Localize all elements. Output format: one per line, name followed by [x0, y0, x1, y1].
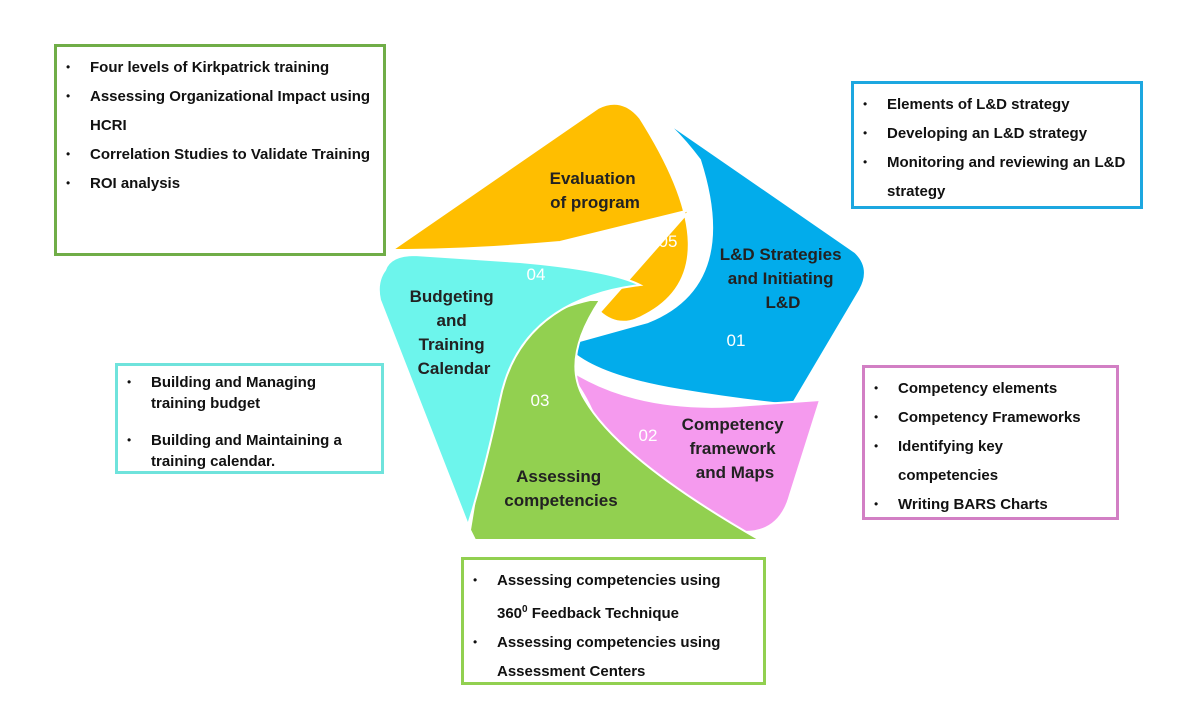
evaluation-topic-item: Assessing Organizational Impact using HC… [65, 82, 373, 140]
segment-04-shape [377, 253, 644, 529]
segment-04-title: Budgeting and Training Calendar [410, 287, 499, 378]
assessing-topics-box: Assessing competencies using 3600 Feedba… [461, 557, 766, 685]
segment-05-number: 05 [659, 232, 678, 251]
evaluation-topic-item: ROI analysis [65, 169, 373, 198]
strategy-topics-box: Elements of L&D strategy Developing an L… [851, 81, 1143, 209]
evaluation-topics-box: Four levels of Kirkpatrick training Asse… [54, 44, 386, 256]
strategy-topic-item: Elements of L&D strategy [862, 90, 1130, 119]
segment-03-title: Assessing competencies [504, 467, 617, 510]
superscript-zero: 0 [522, 604, 528, 615]
evaluation-topic-item: Four levels of Kirkpatrick training [65, 53, 373, 82]
segment-05-shape [388, 102, 693, 323]
segment-03-number: 03 [531, 391, 550, 410]
segment-02-title: Competency framework and Maps [682, 415, 789, 482]
assessing-topic-item: Assessing competencies using 3600 Feedba… [472, 566, 753, 628]
evaluation-topic-item: Correlation Studies to Validate Training [65, 140, 373, 169]
segment-01-shape [563, 104, 866, 407]
competency-topic-item: Identifying key competencies [873, 432, 1106, 490]
assessing-topic-item: Assessing competencies using Assessment … [472, 628, 753, 686]
strategy-topic-item: Monitoring and reviewing an L&D strategy [862, 148, 1130, 206]
segment-05-title: Evaluation of program [550, 169, 641, 212]
competency-topic-item: Competency elements [873, 374, 1106, 403]
competency-topic-item: Competency Frameworks [873, 403, 1106, 432]
segment-01-title: L&D Strategies and Initiating L&D [720, 245, 847, 312]
competency-topics-box: Competency elements Competency Framework… [862, 365, 1119, 520]
competency-topic-item: Writing BARS Charts [873, 490, 1106, 519]
budgeting-topic-item: Building and Managing training budget [126, 372, 371, 414]
segment-01-number: 01 [727, 331, 746, 350]
segment-04-number: 04 [527, 265, 546, 284]
budgeting-topics-box: Building and Managing training budget Bu… [115, 363, 384, 474]
segment-02-number: 02 [639, 426, 658, 445]
strategy-topic-item: Developing an L&D strategy [862, 119, 1130, 148]
budgeting-topic-item: Building and Maintaining a training cale… [126, 430, 371, 472]
